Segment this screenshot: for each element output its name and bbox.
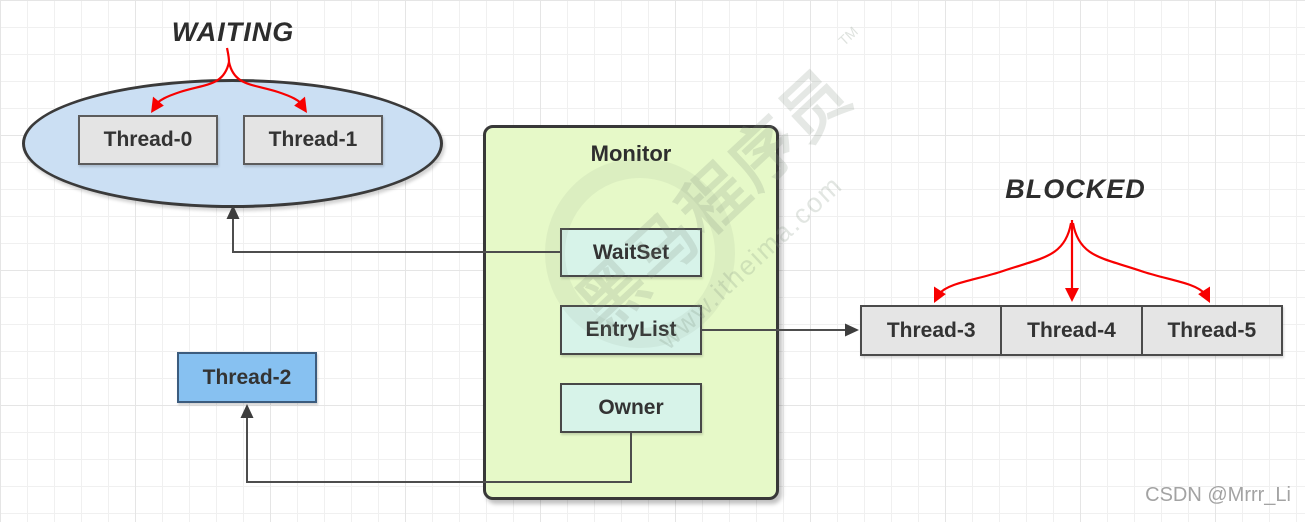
waiting-label: WAITING [171, 17, 295, 47]
entrylist-to-blocked-arrowhead [845, 323, 859, 337]
thread-5-box: Thread-5 [1140, 307, 1281, 354]
thread-2-box: Thread-2 [177, 352, 317, 403]
blocked-right-arrowhead [1198, 286, 1211, 303]
monitor-title: Monitor [590, 141, 672, 166]
thread-0-box: Thread-0 [78, 115, 218, 165]
owner-to-thread2-arrowhead [240, 404, 254, 418]
thread-1-box: Thread-1 [243, 115, 383, 165]
blocked-mid-arrowhead [1065, 288, 1079, 302]
entrylist-box: EntryList [560, 305, 702, 355]
blocked-thread-row: Thread-3 Thread-4 Thread-5 [860, 305, 1283, 356]
blocked-arrows [938, 220, 1206, 295]
owner-box: Owner [560, 383, 702, 433]
thread-3-box: Thread-3 [886, 318, 976, 342]
watermark-tm-text: TM [835, 23, 861, 49]
blocked-label: BLOCKED [1005, 174, 1146, 204]
waitset-box: WaitSet [560, 228, 702, 277]
blocked-left-arrowhead [933, 286, 946, 303]
thread-4-box: Thread-4 [1000, 307, 1140, 354]
credit-text: CSDN @Mrrr_Li [1145, 484, 1291, 506]
